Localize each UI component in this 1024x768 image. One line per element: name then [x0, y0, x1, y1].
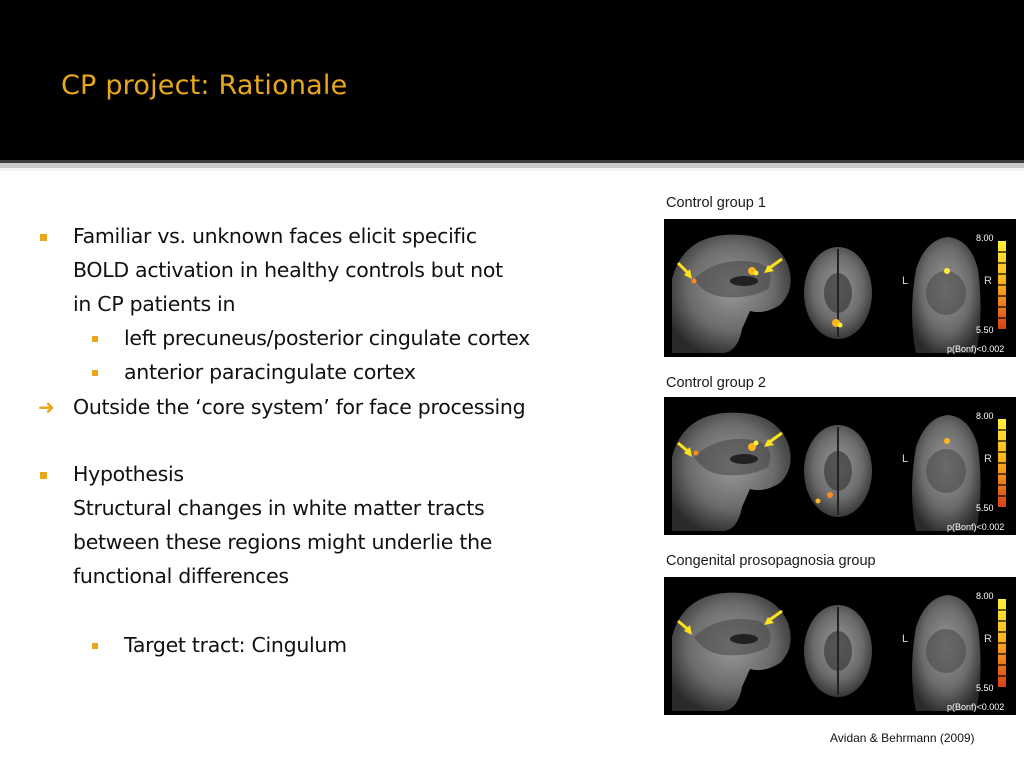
title-divider-highlight [0, 168, 1024, 171]
scale-min-label: 5.50 [976, 325, 994, 335]
title-divider [0, 160, 1024, 163]
bullet-text-line: BOLD activation in healthy controls but … [73, 258, 503, 282]
brain-scan-panel: 8.00 5.50 p(Bonf)<0.002 L R [664, 577, 1016, 715]
sub-bullet-text: left precuneus/posterior cingulate corte… [124, 326, 531, 350]
sub-bullet-text: anterior paracingulate cortex [124, 360, 416, 384]
title-bar: CP project: Rationale [0, 0, 1024, 160]
brain-scan-image [672, 234, 1006, 353]
bullet-text-line: in CP patients in [73, 292, 236, 316]
slide-title: CP project: Rationale [61, 70, 348, 101]
pvalue-label: p(Bonf)<0.002 [947, 702, 1005, 712]
panel-label: Congenital prosopagnosia group [666, 553, 876, 569]
sub-bullet-square-icon [92, 370, 98, 376]
pvalue-label: p(Bonf)<0.002 [947, 344, 1005, 354]
scale-max-label: 8.00 [976, 591, 994, 601]
bullet-text-line: between these regions might underlie the [73, 530, 493, 554]
arrow-right-icon: ➜ [38, 395, 55, 419]
pvalue-label: p(Bonf)<0.002 [947, 522, 1005, 532]
brain-scan-panel: 8.00 5.50 p(Bonf)<0.002 L R [664, 397, 1016, 535]
right-hemisphere-label: R [984, 275, 992, 287]
bullet-text-line: Familiar vs. unknown faces elicit specif… [73, 224, 477, 248]
brain-scan-panel: 8.00 5.50 p(Bonf)<0.002 L R [664, 219, 1016, 357]
scale-min-label: 5.50 [976, 683, 994, 693]
bullet-text-line: Structural changes in white matter tract… [73, 496, 485, 520]
arrow-bullet-text: Outside the ‘core system’ for face proce… [73, 395, 526, 419]
fmri-figure: Control group 1 [664, 190, 1016, 750]
sub-bullet-text: Target tract: Cingulum [124, 633, 347, 657]
panel-label: Control group 1 [666, 195, 766, 211]
panel-label: Control group 2 [666, 375, 766, 391]
sub-bullet-square-icon [92, 643, 98, 649]
brain-scan-image [672, 412, 1006, 531]
bullet-text-line: functional differences [73, 564, 289, 588]
brain-scan-image [672, 592, 1006, 711]
scale-min-label: 5.50 [976, 503, 994, 513]
scale-max-label: 8.00 [976, 233, 994, 243]
left-hemisphere-label: L [902, 453, 909, 465]
sub-bullet-square-icon [92, 336, 98, 342]
scale-max-label: 8.00 [976, 411, 994, 421]
left-hemisphere-label: L [902, 633, 909, 645]
right-hemisphere-label: R [984, 633, 992, 645]
bullet-content: Familiar vs. unknown faces elicit specif… [38, 224, 531, 657]
bullet-square-icon [40, 234, 47, 241]
left-hemisphere-label: L [902, 275, 909, 287]
title-divider-shadow [0, 163, 1024, 168]
citation: Avidan & Behrmann (2009) [830, 731, 975, 745]
right-hemisphere-label: R [984, 453, 992, 465]
bullet-text-line: Hypothesis [73, 462, 184, 486]
bullet-square-icon [40, 472, 47, 479]
